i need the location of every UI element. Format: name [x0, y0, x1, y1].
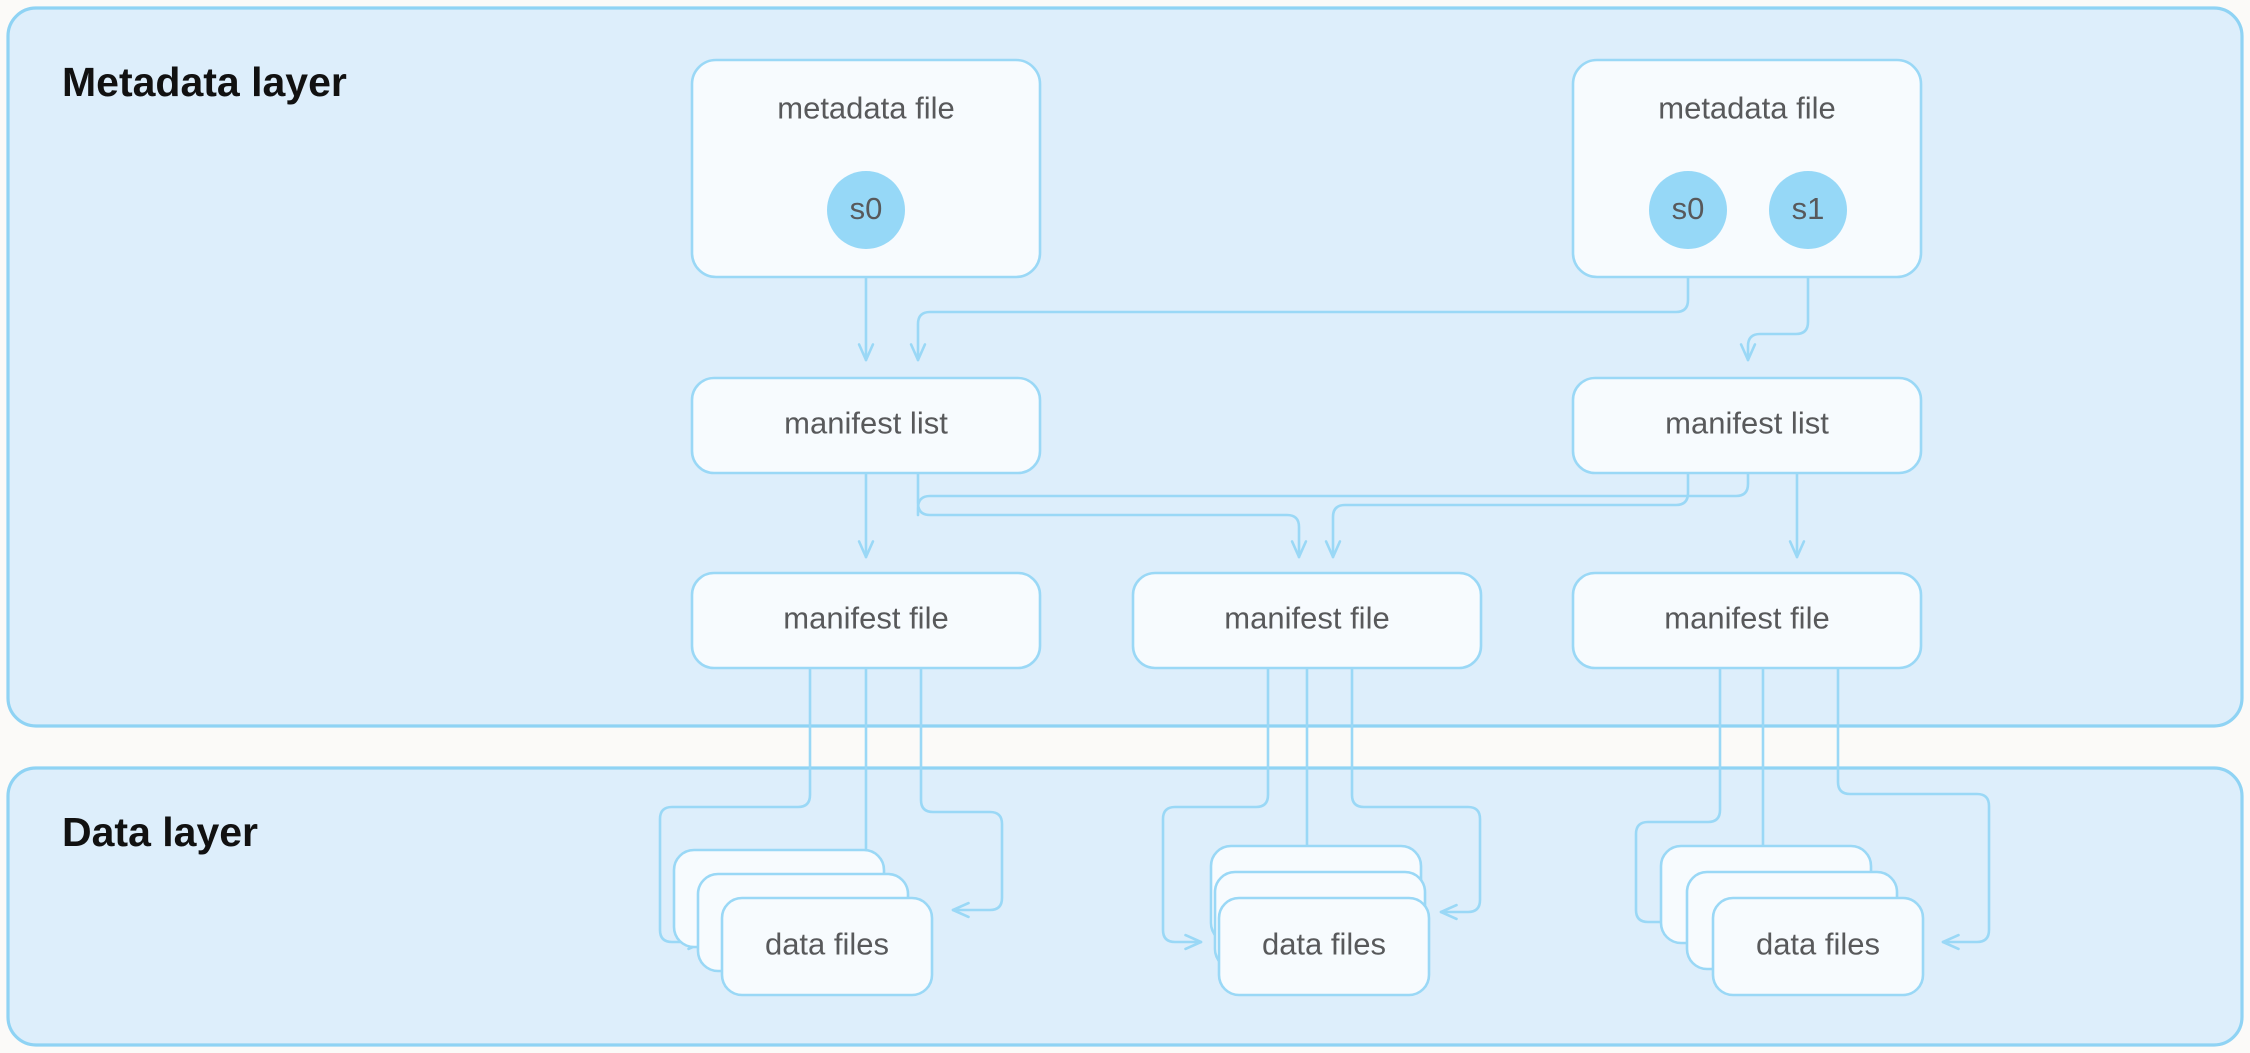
node-label-metadata-file-right: metadata file [1658, 91, 1836, 126]
stack-data-files-mid[interactable]: data files [1209, 844, 1431, 997]
edge-manifestfile-mid-to-datafiles-mid-b-arrowhead [1184, 933, 1203, 951]
node-box-manifest-file-right[interactable] [1571, 571, 1923, 670]
snapshot-snapshot-s0-left[interactable]: s0 [827, 171, 905, 249]
node-manifest-file-mid[interactable]: manifest file [1131, 571, 1483, 670]
edge-manifestfile-right-to-datafiles-right-c-arrowhead [1941, 933, 1960, 951]
snapshot-circle-snapshot-s1-right[interactable] [1769, 171, 1847, 249]
node-label-manifest-list-left: manifest list [784, 406, 948, 441]
node-label-manifest-list-right: manifest list [1665, 406, 1829, 441]
edge-manifestfile-left-to-datafiles-left-b [658, 666, 812, 944]
edge-s1right-to-manifestlist-right-arrowhead [1739, 343, 1757, 362]
edge-s0right-to-manifestlist-left-arrowhead [909, 343, 927, 362]
data-file-stacks: data files data files data files [672, 844, 1925, 997]
stack-label-data-files-left: data files [765, 927, 889, 962]
stack-data-files-right[interactable]: data files [1659, 844, 1925, 997]
node-manifest-list-right[interactable]: manifest list [1571, 376, 1923, 475]
node-metadata-file-right[interactable]: metadata file [1571, 58, 1923, 279]
edge-manifestfile-mid-to-datafiles-mid-b [1161, 666, 1270, 944]
layer-title-metadata-layer: Metadata layer [62, 59, 347, 105]
node-manifest-file-right[interactable]: manifest file [1571, 571, 1923, 670]
edge-manifestlist-left-to-manifestfile-left-arrowhead [857, 540, 875, 559]
node-metadata-file-left[interactable]: metadata file [690, 58, 1042, 279]
snapshot-label-snapshot-s0-right: s0 [1672, 191, 1705, 226]
stack-card-data-files-right-0 [1711, 896, 1925, 997]
stack-card-data-files-mid-0 [1217, 896, 1431, 997]
node-box-manifest-list-right[interactable] [1571, 376, 1923, 475]
stack-label-data-files-right: data files [1756, 927, 1880, 962]
edge-manifestfile-right-to-datafiles-right-b [1634, 666, 1722, 924]
node-label-metadata-file-left: metadata file [777, 91, 955, 126]
edge-s1right-to-manifestlist-right [1746, 247, 1810, 362]
stack-card-data-files-left-0 [720, 896, 934, 997]
snapshot-label-snapshot-s1-right: s1 [1792, 191, 1825, 226]
node-box-manifest-file-left[interactable] [690, 571, 1042, 670]
snapshot-snapshot-s1-right[interactable]: s1 [1769, 171, 1847, 249]
node-box-metadata-file-left[interactable] [690, 58, 1042, 279]
diagram-nodes: metadata file metadata file manifest list m… [690, 58, 1923, 670]
edge-s0left-to-manifestlist-left-arrowhead [857, 343, 875, 362]
snapshot-circle-snapshot-s0-right[interactable] [1649, 171, 1727, 249]
snapshot-label-snapshot-s0-left: s0 [850, 191, 883, 226]
node-label-manifest-file-left: manifest file [783, 601, 948, 636]
edge-manifestfile-mid-to-datafiles-mid-c [1350, 666, 1482, 914]
snapshot-snapshot-s0-right[interactable]: s0 [1649, 171, 1727, 249]
layer-panel-data-layer [6, 766, 2244, 1047]
edge-manifestlist-right-to-manifestfile-mid-arrowhead [1324, 540, 1342, 559]
edge-manifestfile-left-to-datafiles-left-c [919, 666, 1004, 912]
node-box-manifest-file-mid[interactable] [1131, 571, 1483, 670]
edge-s0right-to-manifestlist-left [916, 247, 1690, 362]
stack-label-data-files-mid: data files [1262, 927, 1386, 962]
edge-manifestlist-left-to-manifestfile-mid-arrowhead [1290, 540, 1308, 559]
snapshot-circle-snapshot-s0-left[interactable] [827, 171, 905, 249]
edge-manifestlist-right-to-manifestfile-right-arrowhead [1788, 540, 1806, 559]
node-manifest-list-left[interactable]: manifest list [690, 376, 1042, 475]
node-manifest-file-left[interactable]: manifest file [690, 571, 1042, 670]
layer-title-data-layer: Data layer [62, 809, 258, 855]
snapshot-markers: s0 s0 s1 [827, 171, 1847, 249]
stack-data-files-left[interactable]: data files [672, 848, 934, 997]
node-label-manifest-file-mid: manifest file [1224, 601, 1389, 636]
edge-manifestfile-right-to-datafiles-right-c [1836, 666, 1991, 944]
edge-manifestfile-left-to-datafiles-left-c-arrowhead [951, 901, 970, 919]
node-label-manifest-file-right: manifest file [1664, 601, 1829, 636]
connector-edges [0, 0, 1991, 951]
edge-manifestfile-mid-to-datafiles-mid-c-arrowhead [1439, 903, 1458, 921]
edge-manifestlist-right-to-manifestfile-mid [1331, 471, 1690, 559]
node-box-manifest-list-left[interactable] [690, 376, 1042, 475]
